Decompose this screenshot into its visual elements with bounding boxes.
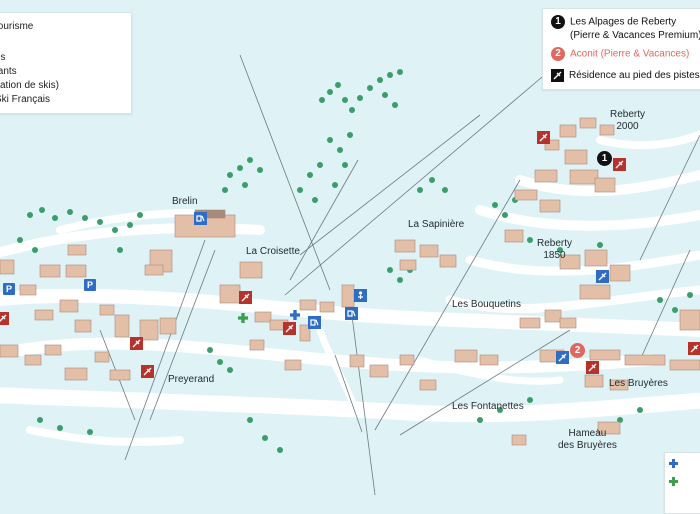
pharmacy-cross-green-icon: [669, 477, 678, 486]
ski-in-ski-out-icon[interactable]: [283, 322, 296, 335]
residence-2-marker[interactable]: 2: [570, 343, 585, 358]
legend-left-item: fants: [0, 66, 17, 77]
label-reberty-2000-name: Reberty: [610, 109, 646, 120]
residence-1-marker[interactable]: 1: [597, 151, 612, 166]
ski-in-label: Résidence au pied des pistes: [569, 70, 700, 81]
ski-in-ski-out-icon[interactable]: [141, 365, 154, 378]
legend-residence-1: 1 Les Alpages de Reberty: [551, 15, 676, 29]
legend-left-item: Ski Français: [0, 94, 51, 105]
ski-school-icon[interactable]: [354, 289, 367, 302]
legend-residence-2: 2 Aconit (Pierre & Vacances): [551, 47, 689, 61]
pharmacy-cross-icon[interactable]: [238, 313, 248, 323]
residence-1-brand: (Pierre & Vacances Premium): [570, 30, 700, 41]
label-les-bouquetins: Les Bouquetins: [452, 299, 521, 310]
label-hameau-name: Hameau: [568, 428, 607, 439]
label-preyerand: Preyerand: [168, 374, 215, 385]
ski-in-ski-out-icon[interactable]: [688, 342, 700, 355]
label-reberty-2000: Reberty 2000: [610, 109, 645, 132]
ski-in-ski-out-icon[interactable]: [239, 291, 252, 304]
label-reberty-1850-alt: 1850: [543, 249, 566, 261]
label-la-sapiniere: La Sapinière: [408, 219, 465, 230]
ski-in-ski-out-icon[interactable]: [586, 361, 599, 374]
legend-left-item: cation de skis): [0, 80, 59, 91]
medical-cross-blue-icon: [669, 459, 678, 468]
label-reberty-2000-alt: 2000: [616, 120, 639, 132]
parking-icon[interactable]: P: [84, 279, 96, 291]
ski-in-ski-out-icon[interactable]: [537, 131, 550, 144]
parking-icon[interactable]: P: [3, 283, 15, 295]
chalets: [0, 117, 700, 446]
ski-in-ski-out-icon[interactable]: [613, 158, 626, 171]
legend-right: 1 Les Alpages de Reberty (Pierre & Vacanc…: [542, 8, 700, 90]
label-hameau-des-bruyeres: Hameau des Bruyères: [558, 428, 617, 451]
label-reberty-1850: Reberty 1850: [537, 238, 572, 261]
trees: [17, 69, 693, 453]
ski-in-ski-out-icon[interactable]: [596, 270, 609, 283]
label-brelin: Brelin: [172, 196, 198, 207]
ski-in-ski-out-icon: [551, 69, 564, 82]
residence-1-badge: 1: [551, 15, 565, 29]
legend-left: tourisme es fants cation de skis) Ski Fr…: [0, 12, 132, 114]
legend-ski-in: Résidence au pied des pistes: [551, 69, 700, 82]
label-les-bruyeres: Les Bruyères: [609, 378, 668, 389]
lift-icon[interactable]: [308, 316, 321, 329]
medical-cross-icon[interactable]: [290, 310, 300, 320]
lift-icon[interactable]: [345, 307, 358, 320]
ski-in-ski-out-icon[interactable]: [0, 312, 9, 325]
legend-bottom-right: [664, 452, 700, 514]
lift-icon[interactable]: [194, 212, 207, 225]
ski-lifts: [99, 54, 700, 496]
label-hameau-sub: des Bruyères: [558, 439, 617, 451]
residence-1-name: Les Alpages de Reberty: [570, 16, 677, 28]
label-la-croisette: La Croisette: [246, 246, 300, 257]
residence-2-badge: 2: [551, 47, 565, 61]
residence-2-name: Aconit (Pierre & Vacances): [570, 48, 690, 60]
label-reberty-1850-name: Reberty: [537, 238, 573, 249]
label-les-fontanettes: Les Fontanettes: [452, 401, 524, 412]
legend-left-item: es: [0, 52, 6, 63]
legend-left-item: tourisme: [0, 21, 34, 32]
ski-in-ski-out-icon[interactable]: [556, 351, 569, 364]
ski-in-ski-out-icon[interactable]: [130, 337, 143, 350]
